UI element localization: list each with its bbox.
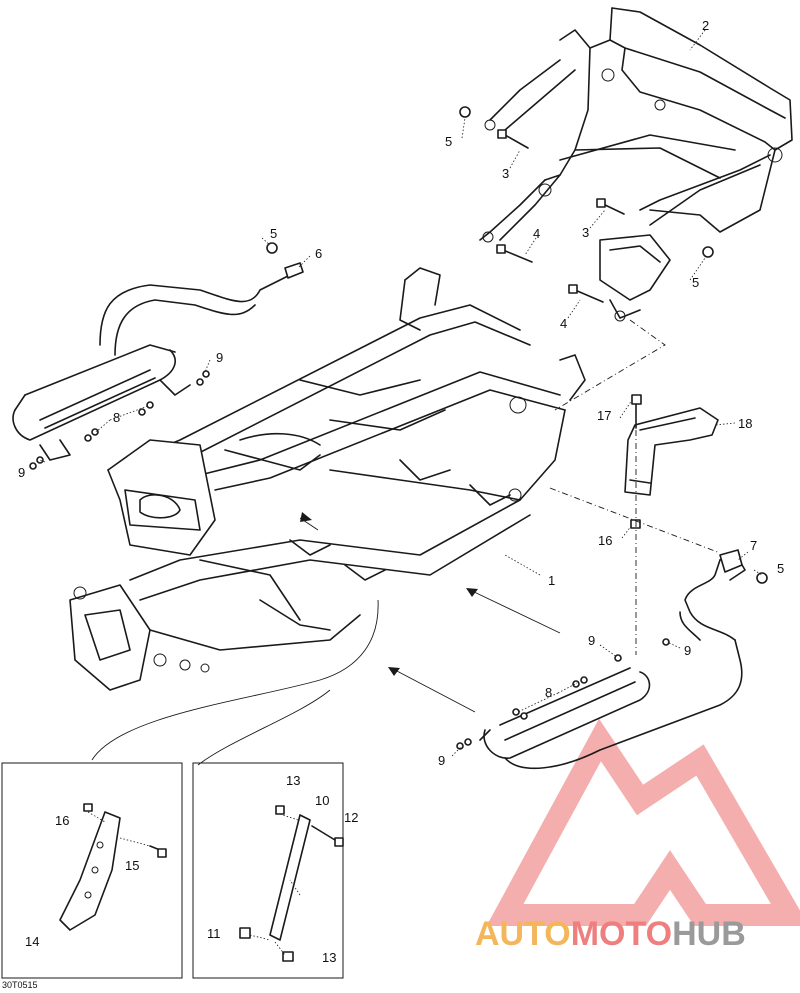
- callout-13-upper: 13: [286, 773, 300, 788]
- callout-9-left-lower: 9: [18, 465, 25, 480]
- callout-8-left: 8: [113, 410, 120, 425]
- callout-5-footrest: 5: [777, 561, 784, 576]
- assembly-lines: [299, 319, 721, 713]
- callout-15: 15: [125, 858, 139, 873]
- callout-leaders: [39, 29, 763, 896]
- callout-3-upper: 3: [502, 166, 509, 181]
- callout-5-right: 5: [692, 275, 699, 290]
- bolt-17: [631, 394, 642, 429]
- detail-box-right: [192, 762, 344, 979]
- callout-7: 7: [750, 538, 757, 553]
- right-footrest: [479, 552, 746, 770]
- callout-4-upper: 4: [533, 226, 540, 241]
- callout-18: 18: [738, 416, 752, 431]
- watermark-triangle-mark: [486, 718, 800, 926]
- callout-10: 10: [315, 793, 329, 808]
- detail-links: [91, 599, 379, 766]
- callout-9-right-mid: 9: [684, 643, 691, 658]
- callout-3-lower: 3: [582, 225, 589, 240]
- reference-code: 30T0515: [2, 980, 38, 990]
- rear-subframe: [479, 7, 793, 322]
- callout-9-right-upper: 9: [588, 633, 595, 648]
- detail-box-left: [1, 762, 183, 979]
- callout-16-main: 16: [598, 533, 612, 548]
- bracket-18: [624, 407, 719, 496]
- watermark-text-auto: AUTOMOTOHUB: [475, 915, 746, 953]
- callout-16-detail: 16: [55, 813, 69, 828]
- callout-9-left-upper: 9: [216, 350, 223, 365]
- callout-8-right: 8: [545, 685, 552, 700]
- left-footrest: [12, 274, 291, 461]
- callout-9-right-lower: 9: [438, 753, 445, 768]
- callout-12: 12: [344, 810, 358, 825]
- callout-14: 14: [25, 934, 39, 949]
- callout-numbers: 1 2 3 3 4 4 5 5 5 5 6 7 8 8 9 9 9 9 9 10…: [18, 18, 784, 965]
- callout-1: 1: [548, 573, 555, 588]
- nut-16-upper: [630, 519, 641, 529]
- callout-11: 11: [207, 926, 221, 941]
- callout-6: 6: [315, 246, 322, 261]
- hardware-fasteners: [29, 106, 768, 750]
- callout-4-lower: 4: [560, 316, 567, 331]
- callout-5-left: 5: [270, 226, 277, 241]
- callout-2: 2: [702, 18, 709, 33]
- callout-13-lower: 13: [322, 950, 336, 965]
- callout-5-rear: 5: [445, 134, 452, 149]
- callout-17: 17: [597, 408, 611, 423]
- main-frame: [69, 267, 586, 691]
- watermark-logo: AUTOMOTOHUB: [475, 718, 800, 953]
